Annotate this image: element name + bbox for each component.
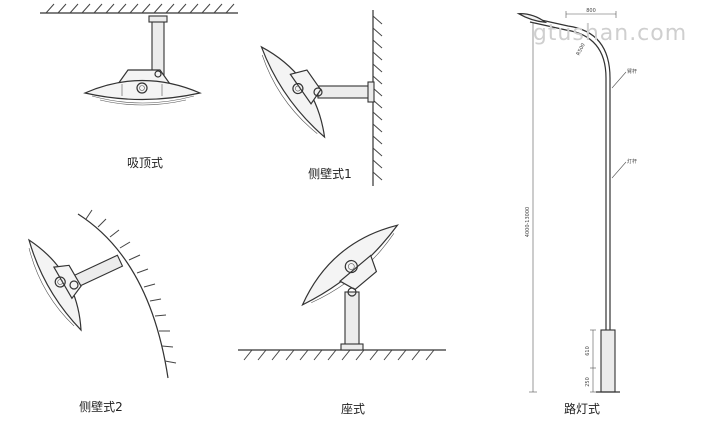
pole-base (600, 329, 616, 393)
wall1-caption: 侧壁式1 (308, 166, 352, 181)
pole-mount-drawing (516, 11, 627, 393)
seat-caption: 座式 (341, 401, 365, 416)
ceiling-caption: 吸顶式 (127, 156, 163, 170)
leader-upper-pole (611, 71, 627, 89)
seat-mount-drawing (238, 224, 446, 361)
wall1-lamp (260, 45, 326, 139)
ceiling-hatch (45, 3, 235, 14)
watermark: gtushan.com (533, 21, 687, 46)
label-lower-pole: 灯杆 (627, 158, 637, 165)
wall2-lamp-body (27, 238, 82, 332)
dim-base-lower: 250 (585, 377, 591, 387)
leader-lower-pole (611, 161, 627, 179)
wall2-curved-wall (77, 213, 169, 379)
pole-lamp-head (516, 13, 548, 24)
dim-base-upper: 610 (585, 346, 591, 356)
seat-lamp (301, 224, 399, 307)
ceiling-mount-drawing (40, 3, 238, 106)
label-upper-pole: 臂杆 (627, 68, 637, 75)
seat-lamp-body (301, 224, 399, 307)
wall1-mount-drawing (260, 10, 383, 186)
dim-arm-length: 800 (586, 8, 596, 14)
wall2-lamp (27, 238, 82, 332)
ceiling-lamp-body (83, 79, 202, 101)
wall1-hatch (372, 15, 383, 181)
ground-hatch (243, 349, 435, 361)
pole-arm (529, 21, 607, 79)
pole-caption: 路灯式 (564, 401, 600, 416)
wall2-caption: 侧壁式2 (79, 399, 123, 414)
wall1-lamp-body (260, 45, 326, 139)
seat-post (344, 291, 360, 351)
dim-height: 4000-13000 (525, 207, 531, 237)
wall2-mount-drawing (27, 209, 177, 379)
dim-arm-radius: R500 (575, 42, 586, 56)
wall1-arm (317, 85, 374, 99)
wall2-hatch (85, 209, 177, 364)
ceiling-plate (148, 15, 168, 23)
